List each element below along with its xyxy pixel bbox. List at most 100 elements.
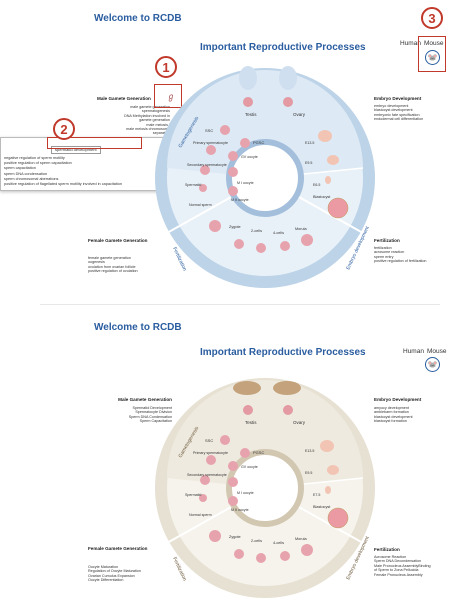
m2-label: M II oocyte — [231, 198, 249, 202]
ssc-label: SSC — [205, 438, 213, 443]
m2-oocyte-cell[interactable] — [228, 496, 238, 506]
list-item[interactable]: DNA Methylation involved in — [124, 113, 170, 118]
list-item[interactable]: endodermal cell differentiation — [374, 117, 424, 122]
secondary-spermatocyte-cell[interactable] — [200, 165, 210, 175]
m1-oocyte-cell[interactable] — [228, 477, 238, 487]
list-item[interactable]: Sperm DNA Decondensation — [374, 559, 422, 564]
primary-label: Primary spermatocyte — [193, 451, 228, 455]
list-item[interactable]: male meiosis I — [146, 122, 170, 127]
list-item[interactable]: positive regulation of fertilization — [374, 259, 427, 264]
zygote-cell[interactable] — [234, 549, 244, 559]
cells2-label: 2-cells — [251, 229, 262, 233]
ssc-cell[interactable] — [220, 125, 230, 135]
gv-oocyte-cell[interactable] — [228, 461, 238, 471]
list-item[interactable]: blastocyst development — [374, 414, 413, 419]
pgsc-cell[interactable] — [240, 138, 250, 148]
m2-oocyte-cell[interactable] — [228, 186, 238, 196]
female-gamete-heading: Female Gamete Generation — [88, 238, 148, 243]
sperm-oocyte-cell[interactable] — [209, 530, 221, 542]
list-item[interactable]: Regulation of Oocyte Maturation — [88, 569, 141, 574]
list-item[interactable]: female gamete generation — [88, 256, 131, 260]
list-item[interactable]: Ovarian Cumulus Expansion — [88, 573, 135, 578]
human-label[interactable]: Human — [403, 348, 424, 355]
list-item[interactable]: Sperm Capacitation — [139, 419, 172, 424]
primary-spermatocyte-cell[interactable] — [206, 455, 216, 465]
list-item[interactable]: Female Pronucleus Assembly — [374, 572, 423, 577]
list-item[interactable]: blastocyst formation — [374, 419, 407, 424]
morula-cell[interactable] — [301, 234, 313, 246]
mouse-label[interactable]: Mouse — [423, 40, 444, 47]
dropdown-item[interactable]: sperm DNA condensation — [4, 171, 48, 176]
secondary-spermatocyte-cell[interactable] — [200, 475, 210, 485]
embryo-heading: Embryo Development — [374, 397, 422, 402]
list-item[interactable]: acrosome reaction — [374, 250, 405, 255]
primary-spermatocyte-cell[interactable] — [206, 145, 216, 155]
mouse-icon[interactable]: 🐭 — [425, 50, 440, 65]
list-item[interactable]: embryonic fate specification — [374, 112, 420, 117]
list-item[interactable]: positive regulation of ovulation — [88, 269, 138, 274]
spermatid-cell[interactable] — [199, 494, 207, 502]
list-item[interactable]: ovulation from ovarian follicle — [88, 264, 136, 269]
list-item[interactable]: Spermatocyte Division — [135, 410, 172, 415]
list-item[interactable]: amblebarm formation — [374, 410, 409, 415]
list-item[interactable]: Oocyte Maturation — [88, 565, 119, 569]
cells2-cell[interactable] — [256, 243, 266, 253]
list-item[interactable]: Male Pronucleus AssemblyBinding — [374, 563, 431, 568]
m1-oocyte-cell[interactable] — [228, 167, 238, 177]
dropdown-item[interactable]: sperm capacitation — [4, 166, 36, 171]
blastocyst-label: Blastocyst — [313, 505, 331, 509]
dropdown-item[interactable]: positive regulation of sperm capacitatio… — [4, 161, 72, 166]
list-item[interactable]: Oocyte Differentiation — [88, 578, 124, 583]
ssc-cell[interactable] — [220, 435, 230, 445]
embryo-e95[interactable] — [327, 155, 339, 165]
list-item[interactable]: male meiosis chromosome separation — [126, 127, 170, 136]
dropdown-item[interactable]: negative regulation of sperm motility — [4, 156, 65, 160]
dropdown-selected[interactable]: spermatid development — [51, 146, 101, 154]
cells4-cell[interactable] — [280, 241, 290, 251]
segment-gametogenesis[interactable] — [167, 70, 363, 178]
list-item[interactable]: Acrosome Reaction — [374, 555, 407, 559]
list-item[interactable]: Spermatid Development — [132, 406, 172, 410]
testis-label: Testis — [245, 420, 257, 425]
ovary-label: Ovary — [293, 420, 306, 425]
list-item[interactable]: amyocy development — [374, 406, 409, 410]
embryo-e135[interactable] — [320, 440, 334, 452]
blastocyst-cell[interactable] — [327, 507, 349, 529]
species-toggle-top[interactable]: Human Mouse — [400, 40, 443, 47]
gv-oocyte-cell[interactable] — [228, 151, 238, 161]
list-item[interactable]: male gamete generation — [130, 105, 170, 109]
morula-cell[interactable] — [301, 544, 313, 556]
segment-gametogenesis[interactable] — [167, 380, 363, 488]
dropdown-item[interactable]: sperm chromosomal aberrations — [4, 176, 59, 181]
species-toggle-bottom[interactable]: Human Mouse — [403, 348, 446, 355]
dropdown-item[interactable]: positive regulation of flagellated sperm… — [4, 181, 122, 186]
list-item[interactable]: sperm entry — [374, 254, 394, 259]
embryo-e95[interactable] — [327, 465, 339, 475]
list-item[interactable]: blastocyst development — [374, 108, 413, 113]
secondary-label: Secondary spermatocyte — [187, 163, 227, 167]
testis-image — [243, 405, 253, 415]
embryo-e135[interactable] — [318, 130, 332, 142]
list-item[interactable]: Sperm DNA Condensation — [128, 414, 172, 419]
term-dropdown[interactable]: spermatid development negative regulatio… — [0, 137, 167, 191]
spermatid-cell[interactable] — [199, 184, 207, 192]
cells4-cell[interactable] — [280, 551, 290, 561]
mouse-icon[interactable]: 🐭 — [425, 357, 440, 372]
mouse-label[interactable]: Mouse — [426, 348, 447, 355]
sperm-icon[interactable]: ℊ — [167, 92, 175, 101]
list-item[interactable]: fertilization — [374, 246, 392, 250]
human-label[interactable]: Human — [400, 40, 421, 47]
list-item[interactable]: embryo development — [374, 104, 409, 108]
list-item[interactable]: gamete generation — [139, 118, 170, 123]
list-item[interactable]: spermatogenesis — [141, 109, 170, 114]
list-item[interactable]: oogenesis — [88, 260, 105, 265]
pgsc-cell[interactable] — [240, 448, 250, 458]
zygote-cell[interactable] — [234, 239, 244, 249]
blastocyst-cell[interactable] — [327, 197, 349, 219]
cells2-cell[interactable] — [256, 553, 266, 563]
m1-label: M I oocyte — [237, 491, 254, 495]
list-item[interactable]: of Sperm to Zona Pellucida — [374, 568, 419, 573]
embryo-e75[interactable] — [325, 176, 331, 184]
embryo-e75[interactable] — [325, 486, 331, 494]
sperm-oocyte-cell[interactable] — [209, 220, 221, 232]
